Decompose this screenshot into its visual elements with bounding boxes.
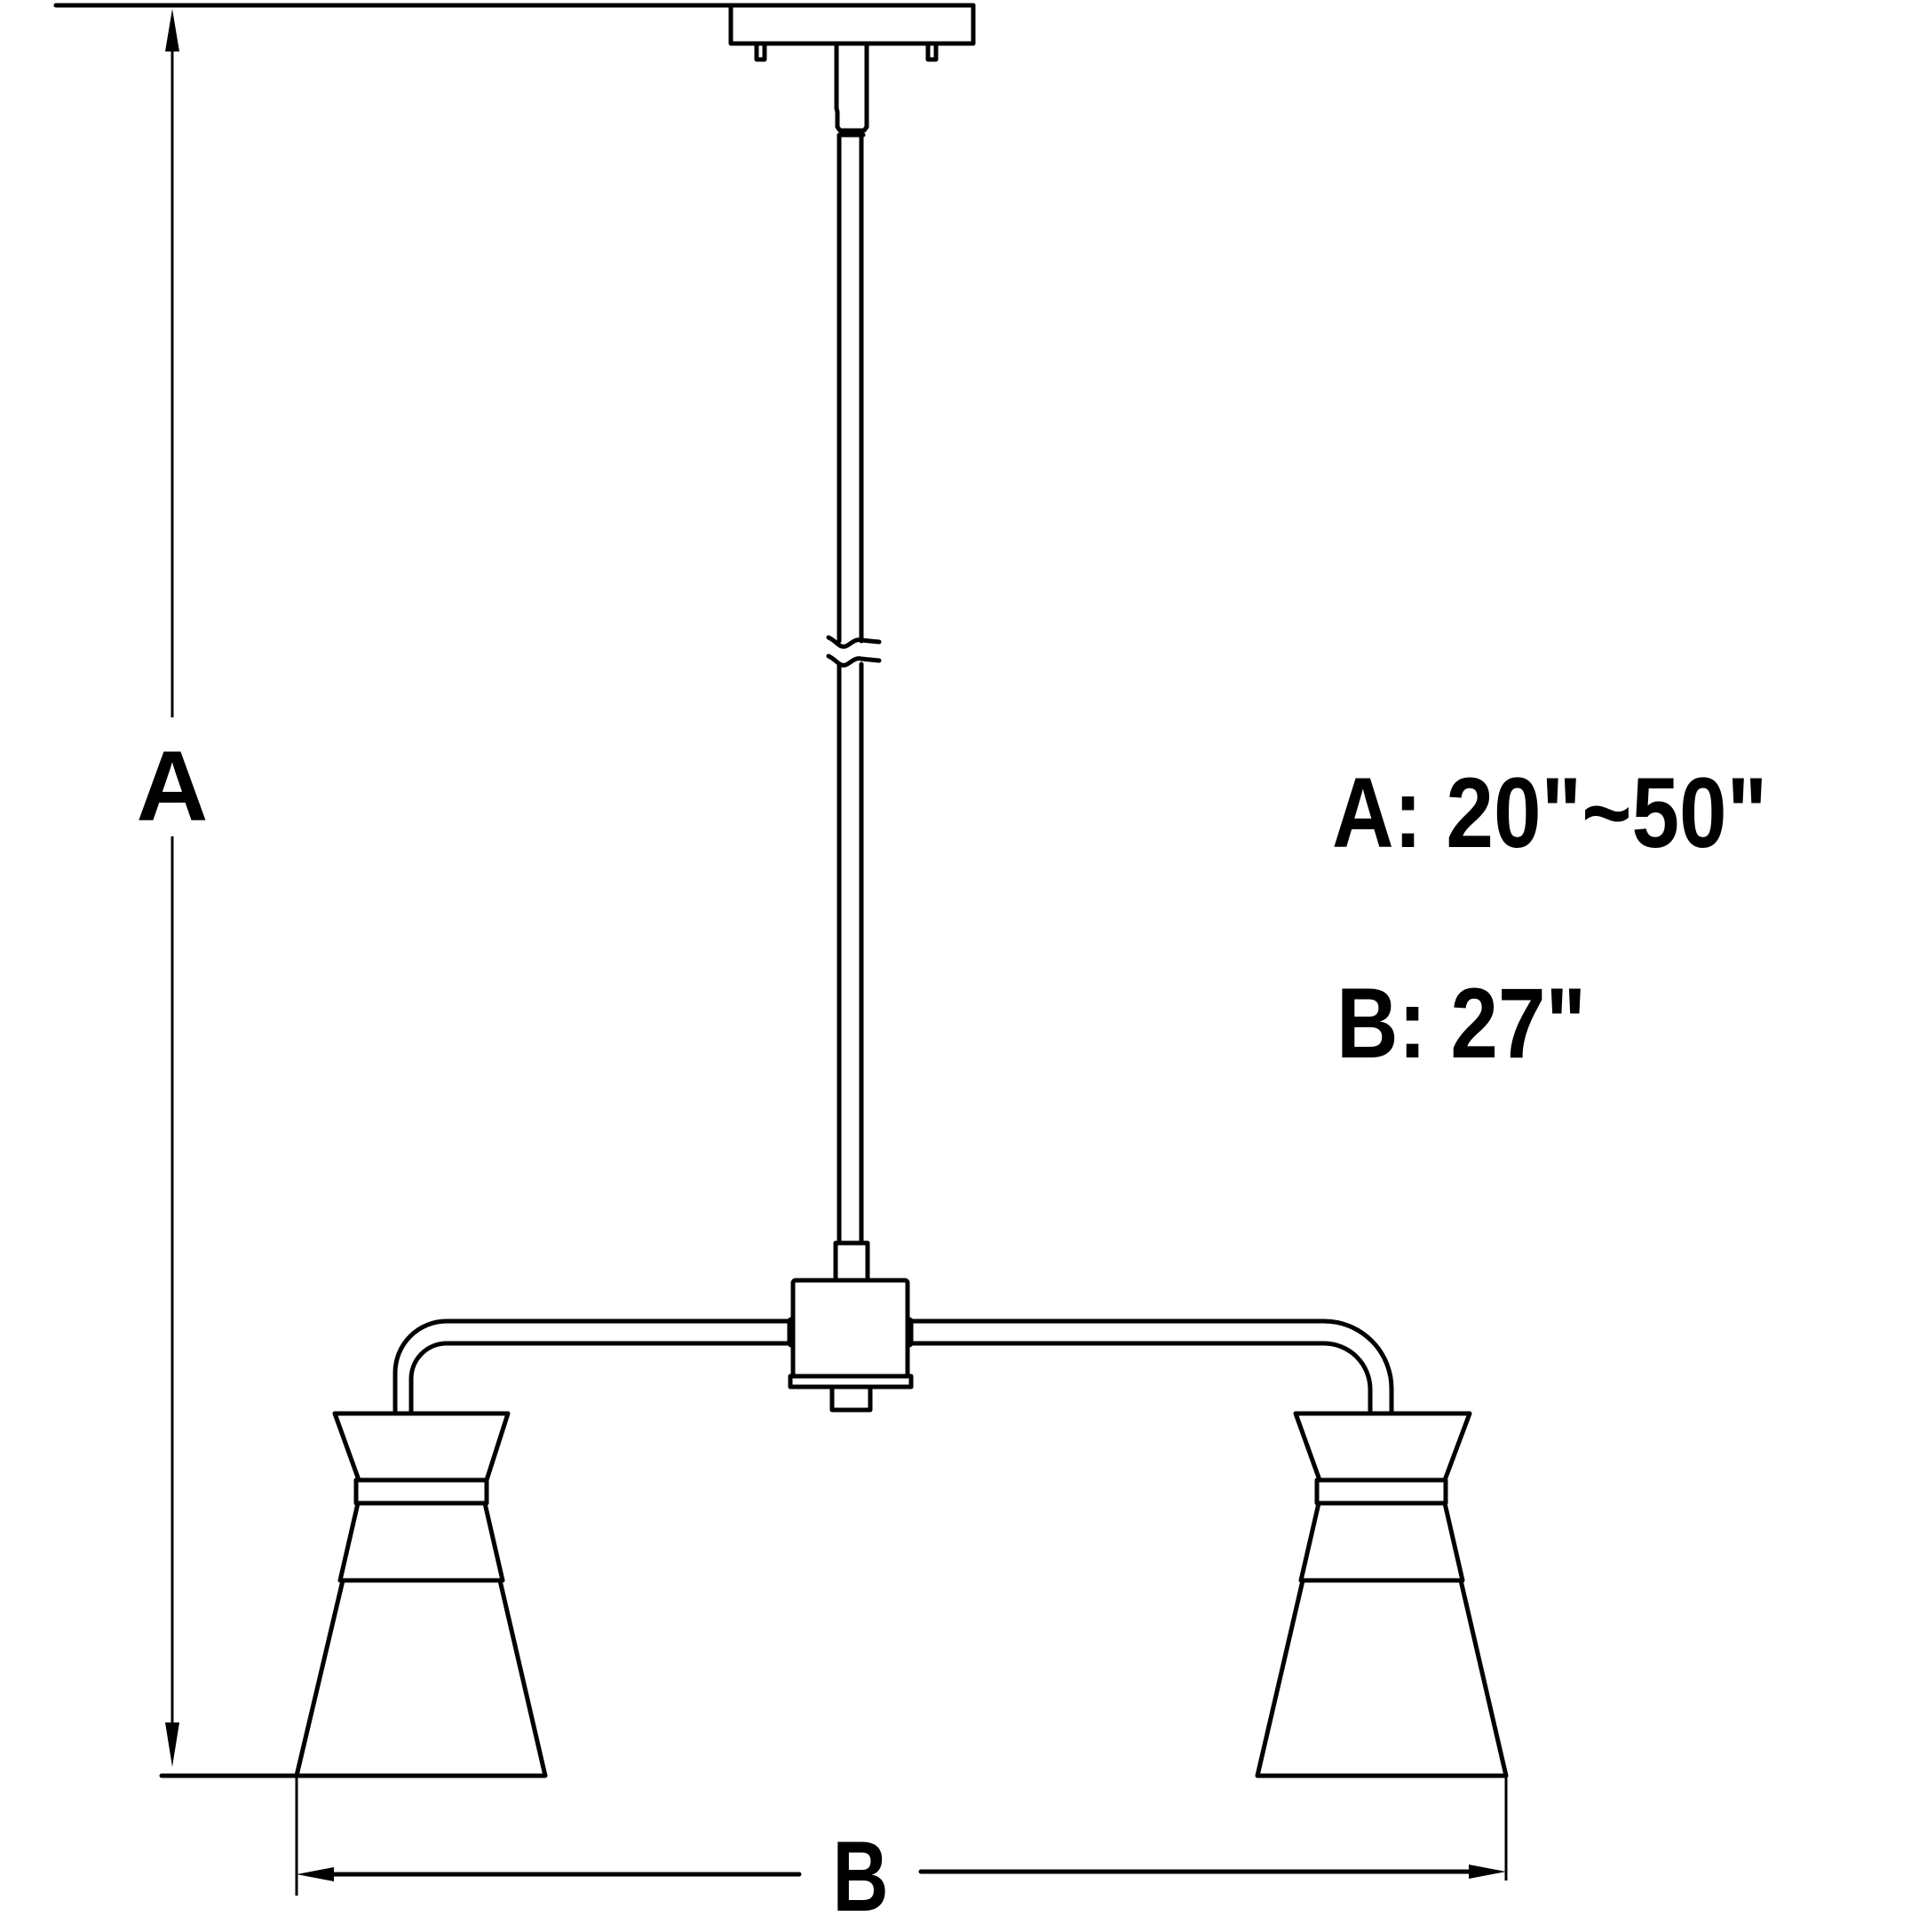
arrow-right-icon (1469, 1865, 1506, 1879)
dimension-b (295, 1776, 1508, 1896)
dimension-letter-a: A (131, 737, 213, 836)
spec-b-label: B: 27" (1336, 968, 1587, 1079)
spec-a-label: A: 20"~50" (1332, 757, 1768, 868)
arrow-left-icon (297, 1867, 334, 1881)
right-shade (1255, 1411, 1509, 1778)
break-mark-upper (826, 635, 882, 649)
dimension-a (159, 9, 299, 1778)
dimension-letter-b: B (816, 1827, 905, 1927)
canopy-stem (834, 41, 869, 138)
arrow-down-icon (165, 1722, 179, 1767)
center-hub (787, 1278, 914, 1413)
right-arm-inner (908, 1341, 1373, 1416)
canopy (728, 3, 976, 62)
left-arm-outer (393, 1318, 792, 1416)
right-arm-outer (908, 1318, 1394, 1416)
left-shade (294, 1411, 548, 1778)
left-arm-inner (408, 1341, 792, 1416)
arrow-up-icon (165, 9, 179, 51)
rod-collar (833, 1240, 870, 1283)
break-mark-lower (826, 653, 882, 668)
downrod (826, 132, 882, 1246)
